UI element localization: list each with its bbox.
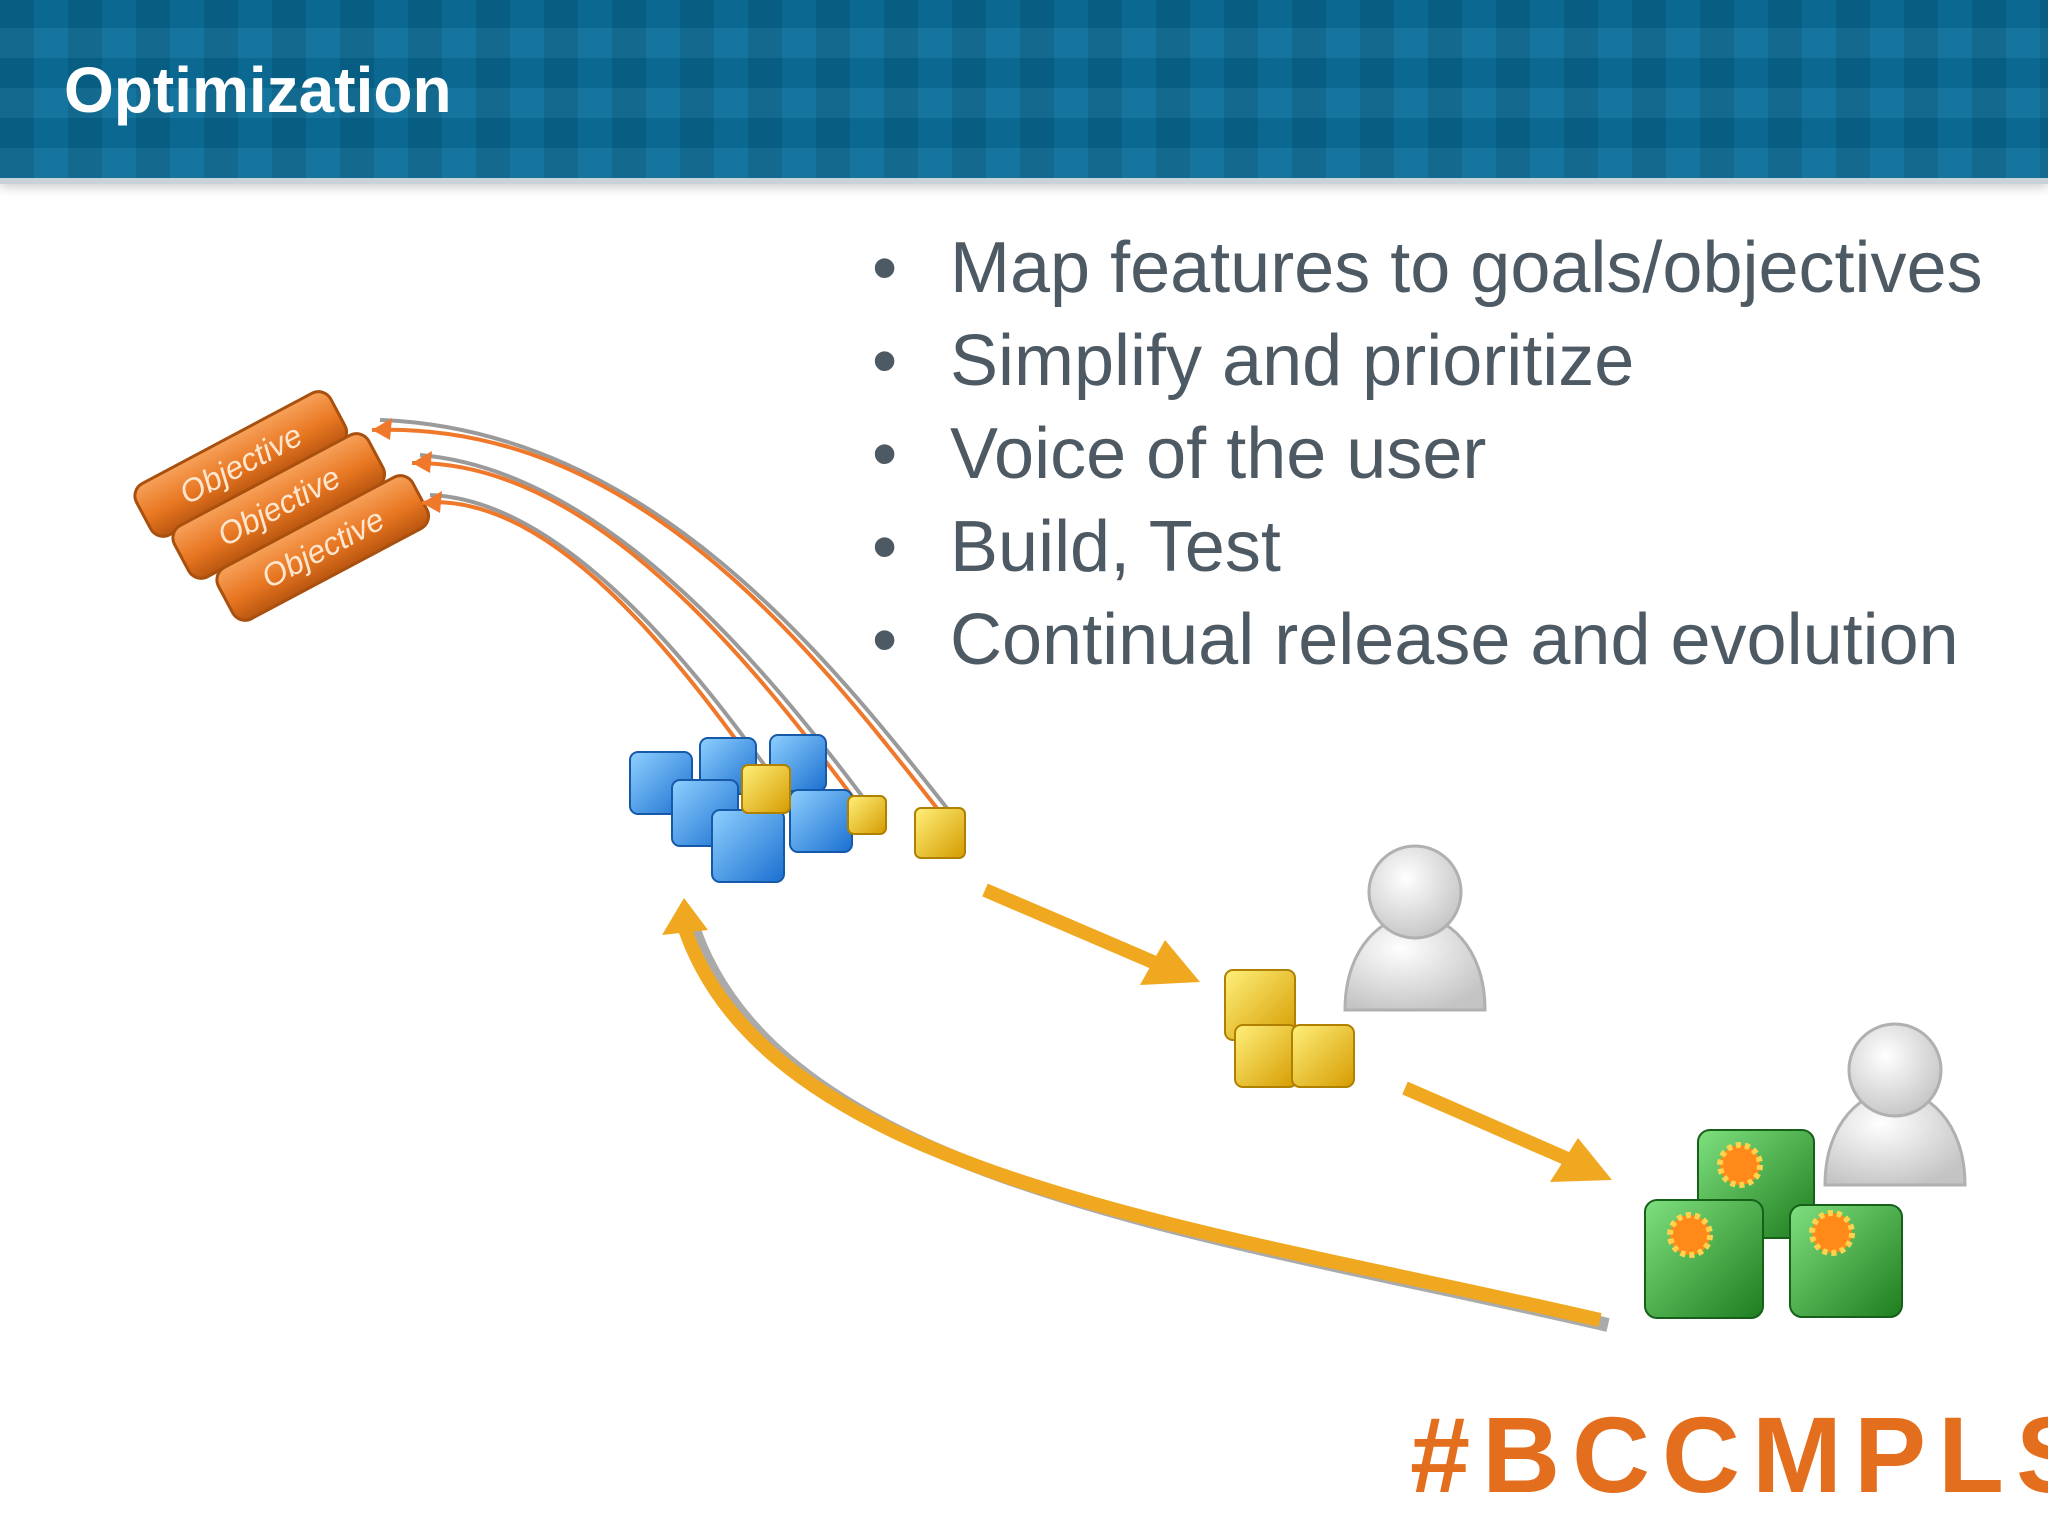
feature-cube (741, 764, 791, 814)
feature-cube (711, 809, 785, 883)
bullet-item: Continual release and evolution (860, 594, 2030, 687)
burst-icon (1717, 1142, 1763, 1188)
feature-cube (1644, 1199, 1764, 1319)
feature-backlog (629, 734, 966, 883)
burst-icon (1667, 1212, 1713, 1258)
feature-cube (914, 807, 966, 859)
flow-arrows (662, 883, 1612, 1332)
selected-features (1224, 969, 1355, 1088)
feature-cube (1234, 1024, 1298, 1088)
released-features (1644, 1129, 1903, 1319)
bullet-list: Map features to goals/objectives Simplif… (860, 222, 2030, 687)
feature-cube (847, 795, 887, 835)
header-bar: Optimization (0, 0, 2048, 184)
slide-title: Optimization (64, 54, 452, 126)
event-hashtag: #BCCMPLS (1410, 1394, 2048, 1515)
bullet-item: Build, Test (860, 501, 2030, 594)
flow-arrow (1140, 940, 1200, 985)
user-icon (1823, 1022, 1967, 1187)
bullet-item: Voice of the user (860, 408, 2030, 501)
feature-cube (1291, 1024, 1355, 1088)
bullet-item: Map features to goals/objectives (860, 222, 2030, 315)
burst-icon (1809, 1210, 1855, 1256)
feature-cube (789, 789, 853, 853)
bullet-item: Simplify and prioritize (860, 315, 2030, 408)
user-icon (1343, 844, 1487, 1012)
process-diagram: Objective Objective Objective (133, 390, 1967, 1332)
flow-arrow (662, 898, 708, 935)
flow-arrow (1550, 1138, 1612, 1182)
